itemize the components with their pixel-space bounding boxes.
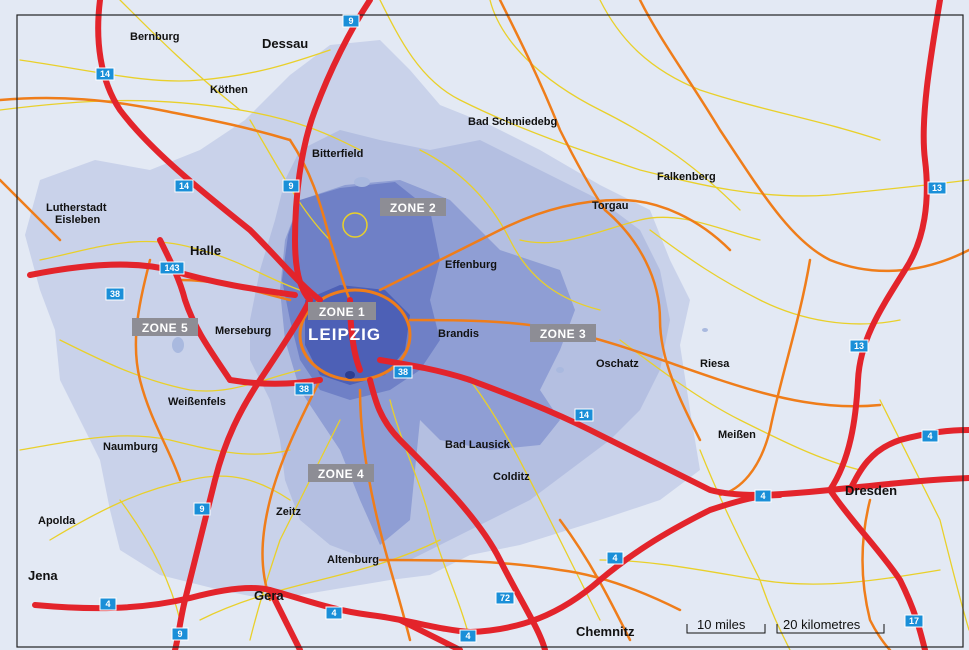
motorway-shield-4-se: 4 [606,551,624,565]
label-altenburg: Altenburg [327,554,379,566]
svg-text:38: 38 [398,367,408,377]
motorway-shield-4-sw: 4 [99,597,117,611]
svg-text:ZONE 2: ZONE 2 [390,201,436,215]
svg-text:38: 38 [110,289,120,299]
motorway-shield-38-left: 38 [105,287,125,301]
label-chemnitz: Chemnitz [576,624,635,639]
svg-text:13: 13 [932,183,942,193]
label-naumburg: Naumburg [103,441,158,453]
svg-text:9: 9 [348,16,353,26]
label-jena: Jena [28,568,58,583]
zone-2-label: ZONE 2 [380,198,446,216]
svg-text:4: 4 [331,608,336,618]
svg-text:13: 13 [854,341,864,351]
motorway-shield-143: 143 [159,261,185,275]
lakes [172,177,708,379]
label-falkenberg: Falkenberg [657,171,716,183]
svg-text:ZONE 3: ZONE 3 [540,327,586,341]
label-koethen: Köthen [210,84,248,96]
zone-5-label: ZONE 5 [132,318,198,336]
svg-text:ZONE 4: ZONE 4 [318,467,364,481]
label-leipzig: LEIPZIG [308,325,381,344]
svg-text:14: 14 [100,69,110,79]
label-bad-lausick: Bad Lausick [445,439,511,451]
svg-text:14: 14 [579,410,589,420]
label-eisleben: Eisleben [55,214,101,226]
svg-text:143: 143 [164,263,179,273]
svg-text:9: 9 [199,504,204,514]
label-torgau: Torgau [592,200,628,212]
svg-text:9: 9 [177,629,182,639]
motorway-shield-17: 17 [904,614,924,628]
label-dessau: Dessau [262,36,308,51]
scale-miles-label: 10 miles [697,617,746,632]
label-bernburg: Bernburg [130,31,180,43]
motorway-shield-4-chemnitz: 4 [459,629,477,643]
label-bitterfield: Bitterfield [312,148,363,160]
label-effenburg: Effenburg [445,259,497,271]
motorway-shield-38-bottom: 38 [294,382,314,396]
motorways [27,0,969,650]
label-lutherstadt: Lutherstadt [46,202,107,214]
motorway-shield-4-s: 4 [325,606,343,620]
svg-text:14: 14 [179,181,189,191]
label-bad-schmiedebg: Bad Schmiedebg [468,116,557,128]
motorway-shield-14-mid: 14 [174,179,194,193]
motorway-shield-38-right: 38 [393,365,413,379]
label-zeitz: Zeitz [276,506,302,518]
svg-text:4: 4 [612,553,617,563]
label-merseburg: Merseburg [215,325,271,337]
label-gera: Gera [254,588,284,603]
zone-4-label: ZONE 4 [308,464,374,482]
svg-text:ZONE 1: ZONE 1 [319,305,365,319]
motorway-shield-9-bottom: 9 [171,627,189,641]
motorway-shield-13-mid: 13 [849,339,869,353]
svg-text:72: 72 [500,593,510,603]
label-brandis: Brandis [438,328,479,340]
label-meissen: Meißen [718,429,756,441]
label-oschatz: Oschatz [596,358,639,370]
label-colditz: Colditz [493,471,530,483]
zone-1-label: ZONE 1 [308,302,376,320]
svg-text:38: 38 [299,384,309,394]
svg-text:4: 4 [465,631,470,641]
label-apolda: Apolda [38,515,76,527]
motorway-shield-9-mid: 9 [282,179,300,193]
label-dresden: Dresden [845,483,897,498]
scale-km-label: 20 kilometres [783,617,861,632]
map-frame [16,14,964,648]
motorway-shield-4-right: 4 [921,429,939,443]
motorway-shield-9-top: 9 [342,14,360,28]
label-weissenfels: Weißenfels [168,396,226,408]
svg-text:ZONE 5: ZONE 5 [142,321,188,335]
motorway-shield-9-low: 9 [193,502,211,516]
svg-text:9: 9 [288,181,293,191]
scale-bar: 10 miles 20 kilometres [686,617,885,634]
motorway-shield-72: 72 [495,591,515,605]
zone-3-label: ZONE 3 [530,324,596,342]
motorway-shield-4-mid: 4 [754,489,772,503]
motorway-shield-13-right: 13 [927,181,947,195]
svg-text:4: 4 [760,491,765,501]
svg-text:4: 4 [105,599,110,609]
svg-text:4: 4 [927,431,932,441]
motorway-shield-14-left: 14 [95,67,115,81]
motorway-shield-14-east: 14 [574,408,594,422]
svg-text:17: 17 [909,616,919,626]
label-halle: Halle [190,243,221,258]
label-riesa: Riesa [700,358,730,370]
